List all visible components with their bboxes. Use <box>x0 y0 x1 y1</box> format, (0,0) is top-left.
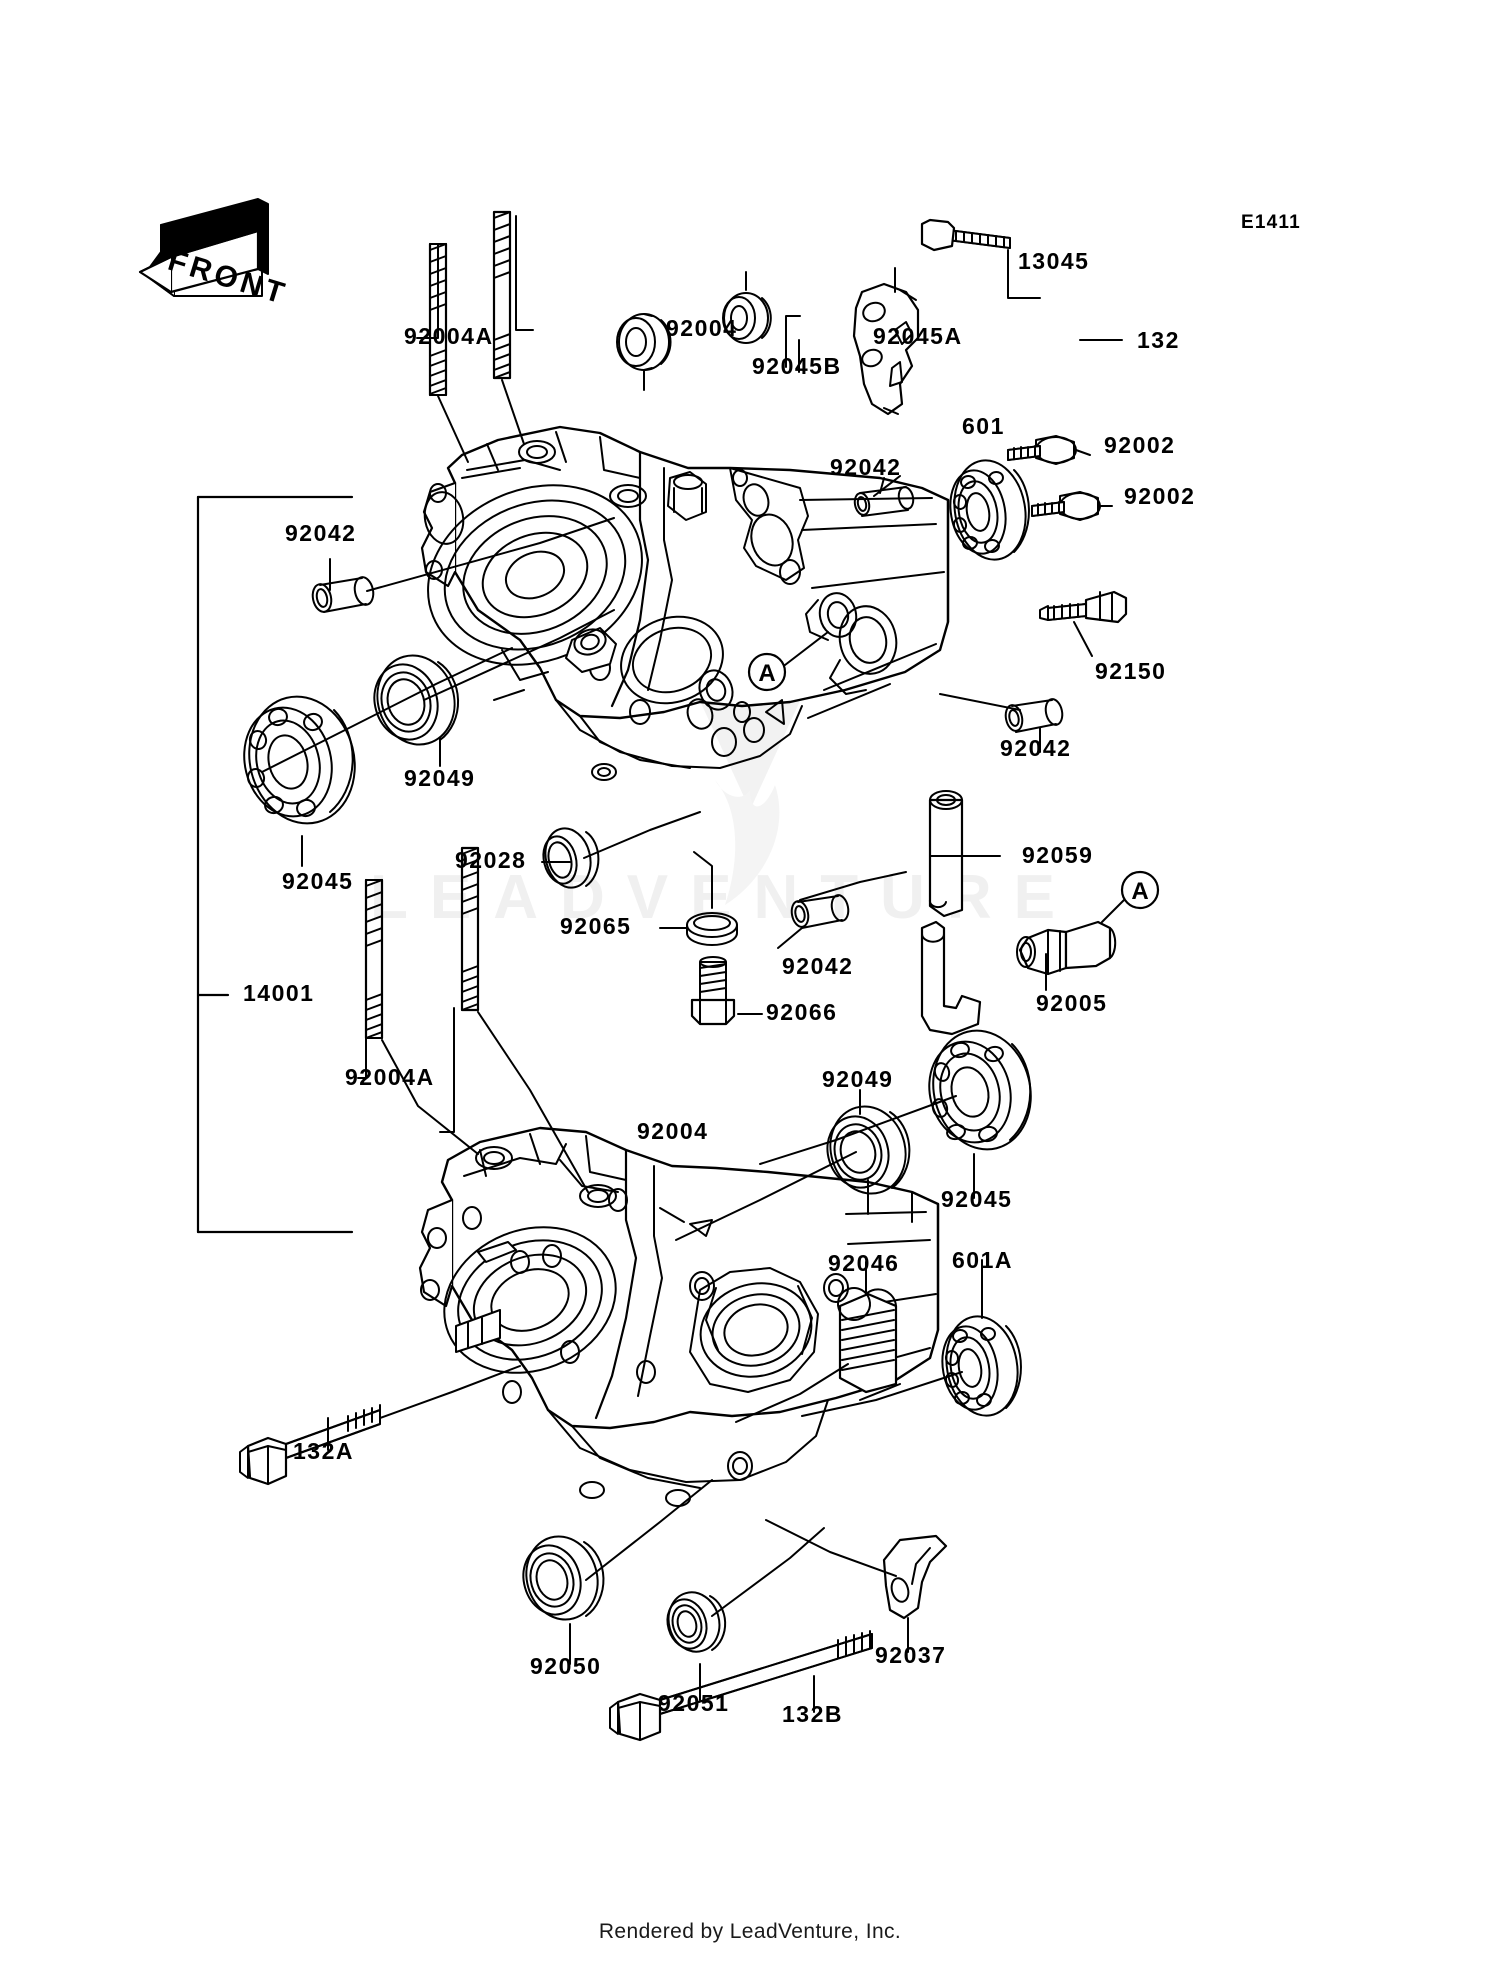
washer-92065 <box>686 912 738 946</box>
svg-text:A: A <box>758 660 775 687</box>
label-92042-right: 92042 <box>1000 735 1072 761</box>
needle-bearing-92046 <box>837 1287 898 1394</box>
screw-92002-upper <box>1007 435 1077 465</box>
bearing-601a <box>941 1315 1022 1417</box>
assembly-bracket-14001 <box>196 495 354 1234</box>
label-92004a-lower: 92004A <box>345 1064 435 1090</box>
tube-92059 <box>928 790 964 918</box>
bearing-601 <box>949 459 1030 561</box>
bearing-92045-lower <box>928 1029 1032 1151</box>
screw-92002-lower <box>1031 491 1101 521</box>
label-132b: 132B <box>782 1701 843 1727</box>
oil-seal-92049-lower <box>826 1105 911 1195</box>
diagram-code: E1411 <box>1241 212 1301 233</box>
stud-92004-upper <box>492 210 512 380</box>
bolt-132 <box>920 218 1011 252</box>
bearing-92045b <box>616 313 672 371</box>
label-132a: 132A <box>293 1438 354 1464</box>
fitting-92005 <box>1016 920 1117 976</box>
upper-crankcase-body: A <box>420 425 950 781</box>
label-14001: 14001 <box>243 980 315 1006</box>
marker-a-right: A <box>1101 870 1160 923</box>
footer-attribution: Rendered by LeadVenture, Inc. <box>598 1920 902 1943</box>
svg-text:A: A <box>1131 878 1148 905</box>
label-92046: 92046 <box>828 1250 900 1276</box>
bolt-132a <box>239 1404 381 1486</box>
label-601a: 601A <box>952 1247 1013 1273</box>
label-92150: 92150 <box>1095 658 1167 684</box>
front-arrow-icon: FRONT <box>138 198 292 311</box>
label-92005: 92005 <box>1036 990 1108 1016</box>
bracket-13045 <box>852 282 920 416</box>
label-92004a-upper: 92004A <box>404 323 494 349</box>
label-92002-upper: 92002 <box>1104 432 1176 458</box>
label-13045: 13045 <box>1018 248 1090 274</box>
dowel-92042-left <box>311 576 375 613</box>
dowel-92042-right <box>1004 698 1064 733</box>
bearing-92045-upper <box>243 695 356 825</box>
label-601: 601 <box>962 413 1005 439</box>
drain-plug-92066 <box>690 956 736 1026</box>
dowel-92042-lower <box>790 894 850 929</box>
label-92042-lower: 92042 <box>782 953 854 979</box>
label-92004-upper: 92004 <box>666 315 738 341</box>
stud-92004-lower <box>460 846 480 1012</box>
bolt-132b <box>609 1630 873 1742</box>
lower-crankcase-body <box>418 1126 940 1507</box>
label-92042-left: 92042 <box>285 520 357 546</box>
label-92049-lower: 92049 <box>822 1066 894 1092</box>
label-92002-lower: 92002 <box>1124 483 1196 509</box>
label-92065: 92065 <box>560 913 632 939</box>
oil-seal-92050 <box>522 1535 605 1621</box>
leader-lines <box>261 215 1123 1713</box>
bolt-92150 <box>1039 590 1128 624</box>
stud-92004a-lower <box>364 878 384 1040</box>
oil-seal-92049-upper <box>373 654 460 746</box>
label-92045a: 92045A <box>873 323 963 349</box>
label-92037: 92037 <box>875 1642 947 1668</box>
oil-seal-92051 <box>666 1591 727 1653</box>
label-92028: 92028 <box>455 847 527 873</box>
clamp-92037 <box>882 1534 948 1620</box>
label-92059: 92059 <box>1022 842 1094 868</box>
label-92045-lower: 92045 <box>941 1186 1013 1212</box>
label-92004-lower: 92004 <box>637 1118 709 1144</box>
label-92066: 92066 <box>766 999 838 1025</box>
label-132: 132 <box>1137 327 1180 353</box>
bearing-92045a <box>722 292 772 344</box>
label-92045-upper: 92045 <box>282 868 354 894</box>
tube-92059-bent <box>920 920 982 1036</box>
bushing-92028 <box>542 827 600 889</box>
label-92045b: 92045B <box>752 353 842 379</box>
label-92050: 92050 <box>530 1653 602 1679</box>
label-92051: 92051 <box>658 1690 730 1716</box>
label-92049-upper: 92049 <box>404 765 476 791</box>
dowel-92042-top <box>853 486 915 517</box>
label-92042-top: 92042 <box>830 454 902 480</box>
